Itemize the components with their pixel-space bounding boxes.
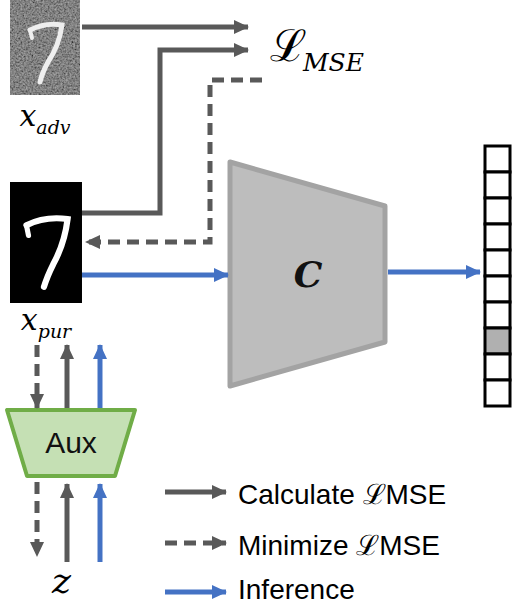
- input-image: xadv: [10, 0, 80, 145]
- input-image: xpur: [10, 182, 82, 345]
- minimize-arrow: [35, 482, 40, 556]
- classifier-trapezoid: C: [228, 160, 388, 388]
- digit-image: [10, 0, 80, 95]
- image-subscript: pur: [38, 320, 71, 342]
- image-symbol: x: [21, 302, 38, 337]
- legend-text: Minimize ℒMSE: [238, 525, 440, 563]
- calc-arrow: [65, 345, 70, 408]
- loss-symbol: MSE: [303, 48, 364, 77]
- calc-arrow: [82, 50, 248, 213]
- legend-text: Inference: [238, 574, 355, 606]
- calc-arrow: [65, 484, 70, 562]
- legend-sample-line: [165, 590, 226, 595]
- output-vector: [485, 146, 510, 406]
- inference-arrow: [388, 270, 480, 275]
- node-label: C: [228, 160, 388, 388]
- legend-sample-line: [165, 541, 226, 546]
- image-subscript: adv: [36, 116, 70, 138]
- legend-text: Calculate ℒMSE: [238, 474, 446, 512]
- image-symbol: x: [19, 98, 36, 133]
- loss-symbol: ℒ: [270, 14, 307, 74]
- legend-sample-line: [165, 490, 226, 495]
- latent-symbol: z: [52, 560, 71, 601]
- node-label: Aux: [5, 408, 137, 478]
- calc-arrow: [82, 25, 248, 30]
- minimize-arrow: [35, 345, 40, 408]
- inference-arrow: [98, 484, 103, 562]
- inference-arrow: [98, 345, 103, 408]
- inference-arrow: [82, 273, 228, 278]
- aux-trapezoid: Aux: [5, 408, 137, 478]
- digit-image: [10, 182, 82, 300]
